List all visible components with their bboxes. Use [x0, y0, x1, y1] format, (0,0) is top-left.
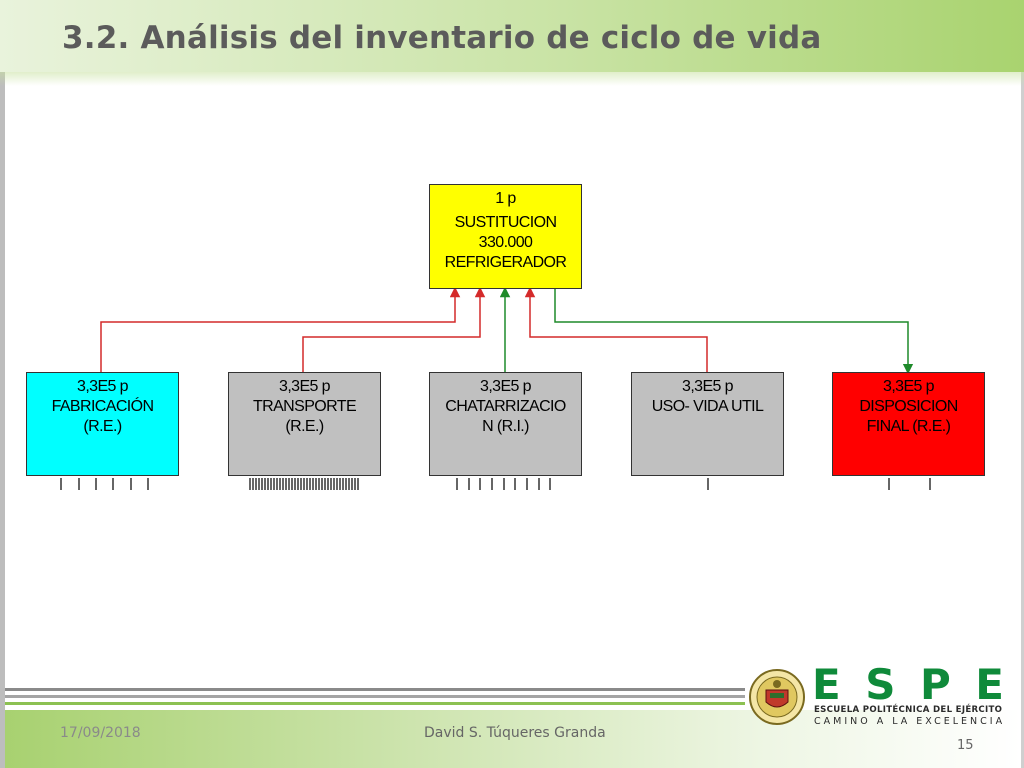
node-fabricacion: 3,3E5 p FABRICACIÓN (R.E.): [26, 372, 179, 476]
link-disposicion: [554, 289, 914, 375]
title-band: [0, 0, 1024, 86]
node-disposicion-final: 3,3E5 p DISPOSICION FINAL (R.E.): [832, 372, 985, 476]
node-label-line: (R.E.): [285, 418, 324, 435]
node-label-line: REFRIGERADOR: [444, 254, 567, 271]
logo-letter: E: [812, 660, 841, 709]
logo-letter: P: [919, 660, 951, 709]
espe-seal-logo: [749, 669, 805, 725]
node-transporte: 3,3E5 p TRANSPORTE (R.E.): [228, 372, 381, 476]
node-label-line: DISPOSICION: [859, 398, 958, 415]
link-fabricacion: [100, 286, 461, 372]
node-amount: 3,3E5 p: [77, 378, 129, 395]
logo-letter: S: [865, 660, 896, 709]
node-label-line: 330.000: [478, 234, 533, 251]
node-amount: 3,3E5 p: [279, 378, 331, 395]
node-label-line: N (R.I.): [482, 418, 529, 435]
node-chatarrizacion: 3,3E5 p CHATARRIZACIO N (R.I.): [429, 372, 582, 476]
page-number: 15: [957, 738, 974, 753]
node-label-line: CHATARRIZACIO: [445, 398, 566, 415]
link-uso: [524, 286, 708, 372]
node-amount: 1 p: [495, 190, 516, 207]
node-label-line: SUSTITUCION: [454, 214, 557, 231]
node-amount: 3,3E5 p: [480, 378, 532, 395]
slide-title: 3.2. Análisis del inventario de ciclo de…: [62, 20, 822, 56]
node-label-line: FABRICACIÓN: [51, 398, 154, 415]
node-sustitucion-refrigerador: 1 p SUSTITUCION 330.000 REFRIGERADOR: [429, 184, 582, 289]
footer-bar: [5, 710, 1021, 768]
node-label-line: (R.E.): [83, 418, 122, 435]
logo-motto: CAMINO A LA EXCELENCIA: [814, 716, 1006, 727]
espe-wordmark-logo: E S P E ESCUELA POLITÉCNICA DEL EJÉRCITO…: [812, 664, 1004, 728]
footer-stripes: [5, 686, 745, 708]
node-label-line: USO- VIDA UTIL: [651, 398, 764, 415]
node-label-line: FINAL (R.E.): [866, 418, 951, 435]
link-transporte: [302, 286, 486, 372]
footer-author: David S. Túqueres Granda: [424, 725, 606, 741]
node-amount: 3,3E5 p: [883, 378, 935, 395]
footer-date: 17/09/2018: [60, 725, 141, 741]
node-amount: 3,3E5 p: [682, 378, 734, 395]
node-label-line: TRANSPORTE: [252, 398, 357, 415]
logo-institution: ESCUELA POLITÉCNICA DEL EJÉRCITO: [814, 705, 1003, 715]
node-uso-vida-util: 3,3E5 p USO- VIDA UTIL: [631, 372, 784, 476]
espe-letters: E S P E: [812, 664, 1004, 706]
logo-letter: E: [975, 660, 1004, 709]
